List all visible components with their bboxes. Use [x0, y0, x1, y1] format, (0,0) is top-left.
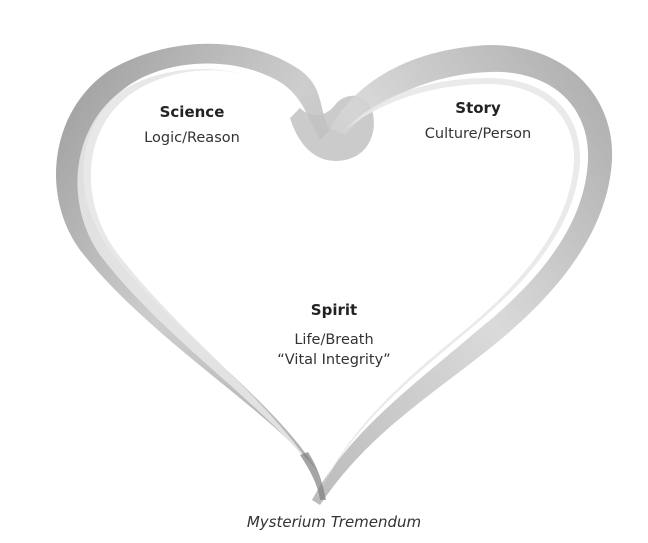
spirit-subtitle-quote: “Vital Integrity”: [277, 350, 390, 370]
story-title: Story: [425, 98, 531, 118]
story-subtitle: Culture/Person: [425, 124, 531, 144]
science-title: Science: [144, 102, 240, 122]
heart-bottom-shadow: [300, 452, 326, 500]
story-section: Story Culture/Person: [425, 98, 531, 144]
spirit-subtitle: Life/Breath: [277, 330, 390, 350]
science-subtitle: Logic/Reason: [144, 128, 240, 148]
science-section: Science Logic/Reason: [144, 102, 240, 148]
spirit-title: Spirit: [277, 300, 390, 320]
diagram-caption: Mysterium Tremendum: [247, 513, 421, 531]
spirit-section: Spirit Life/Breath “Vital Integrity”: [277, 300, 390, 370]
